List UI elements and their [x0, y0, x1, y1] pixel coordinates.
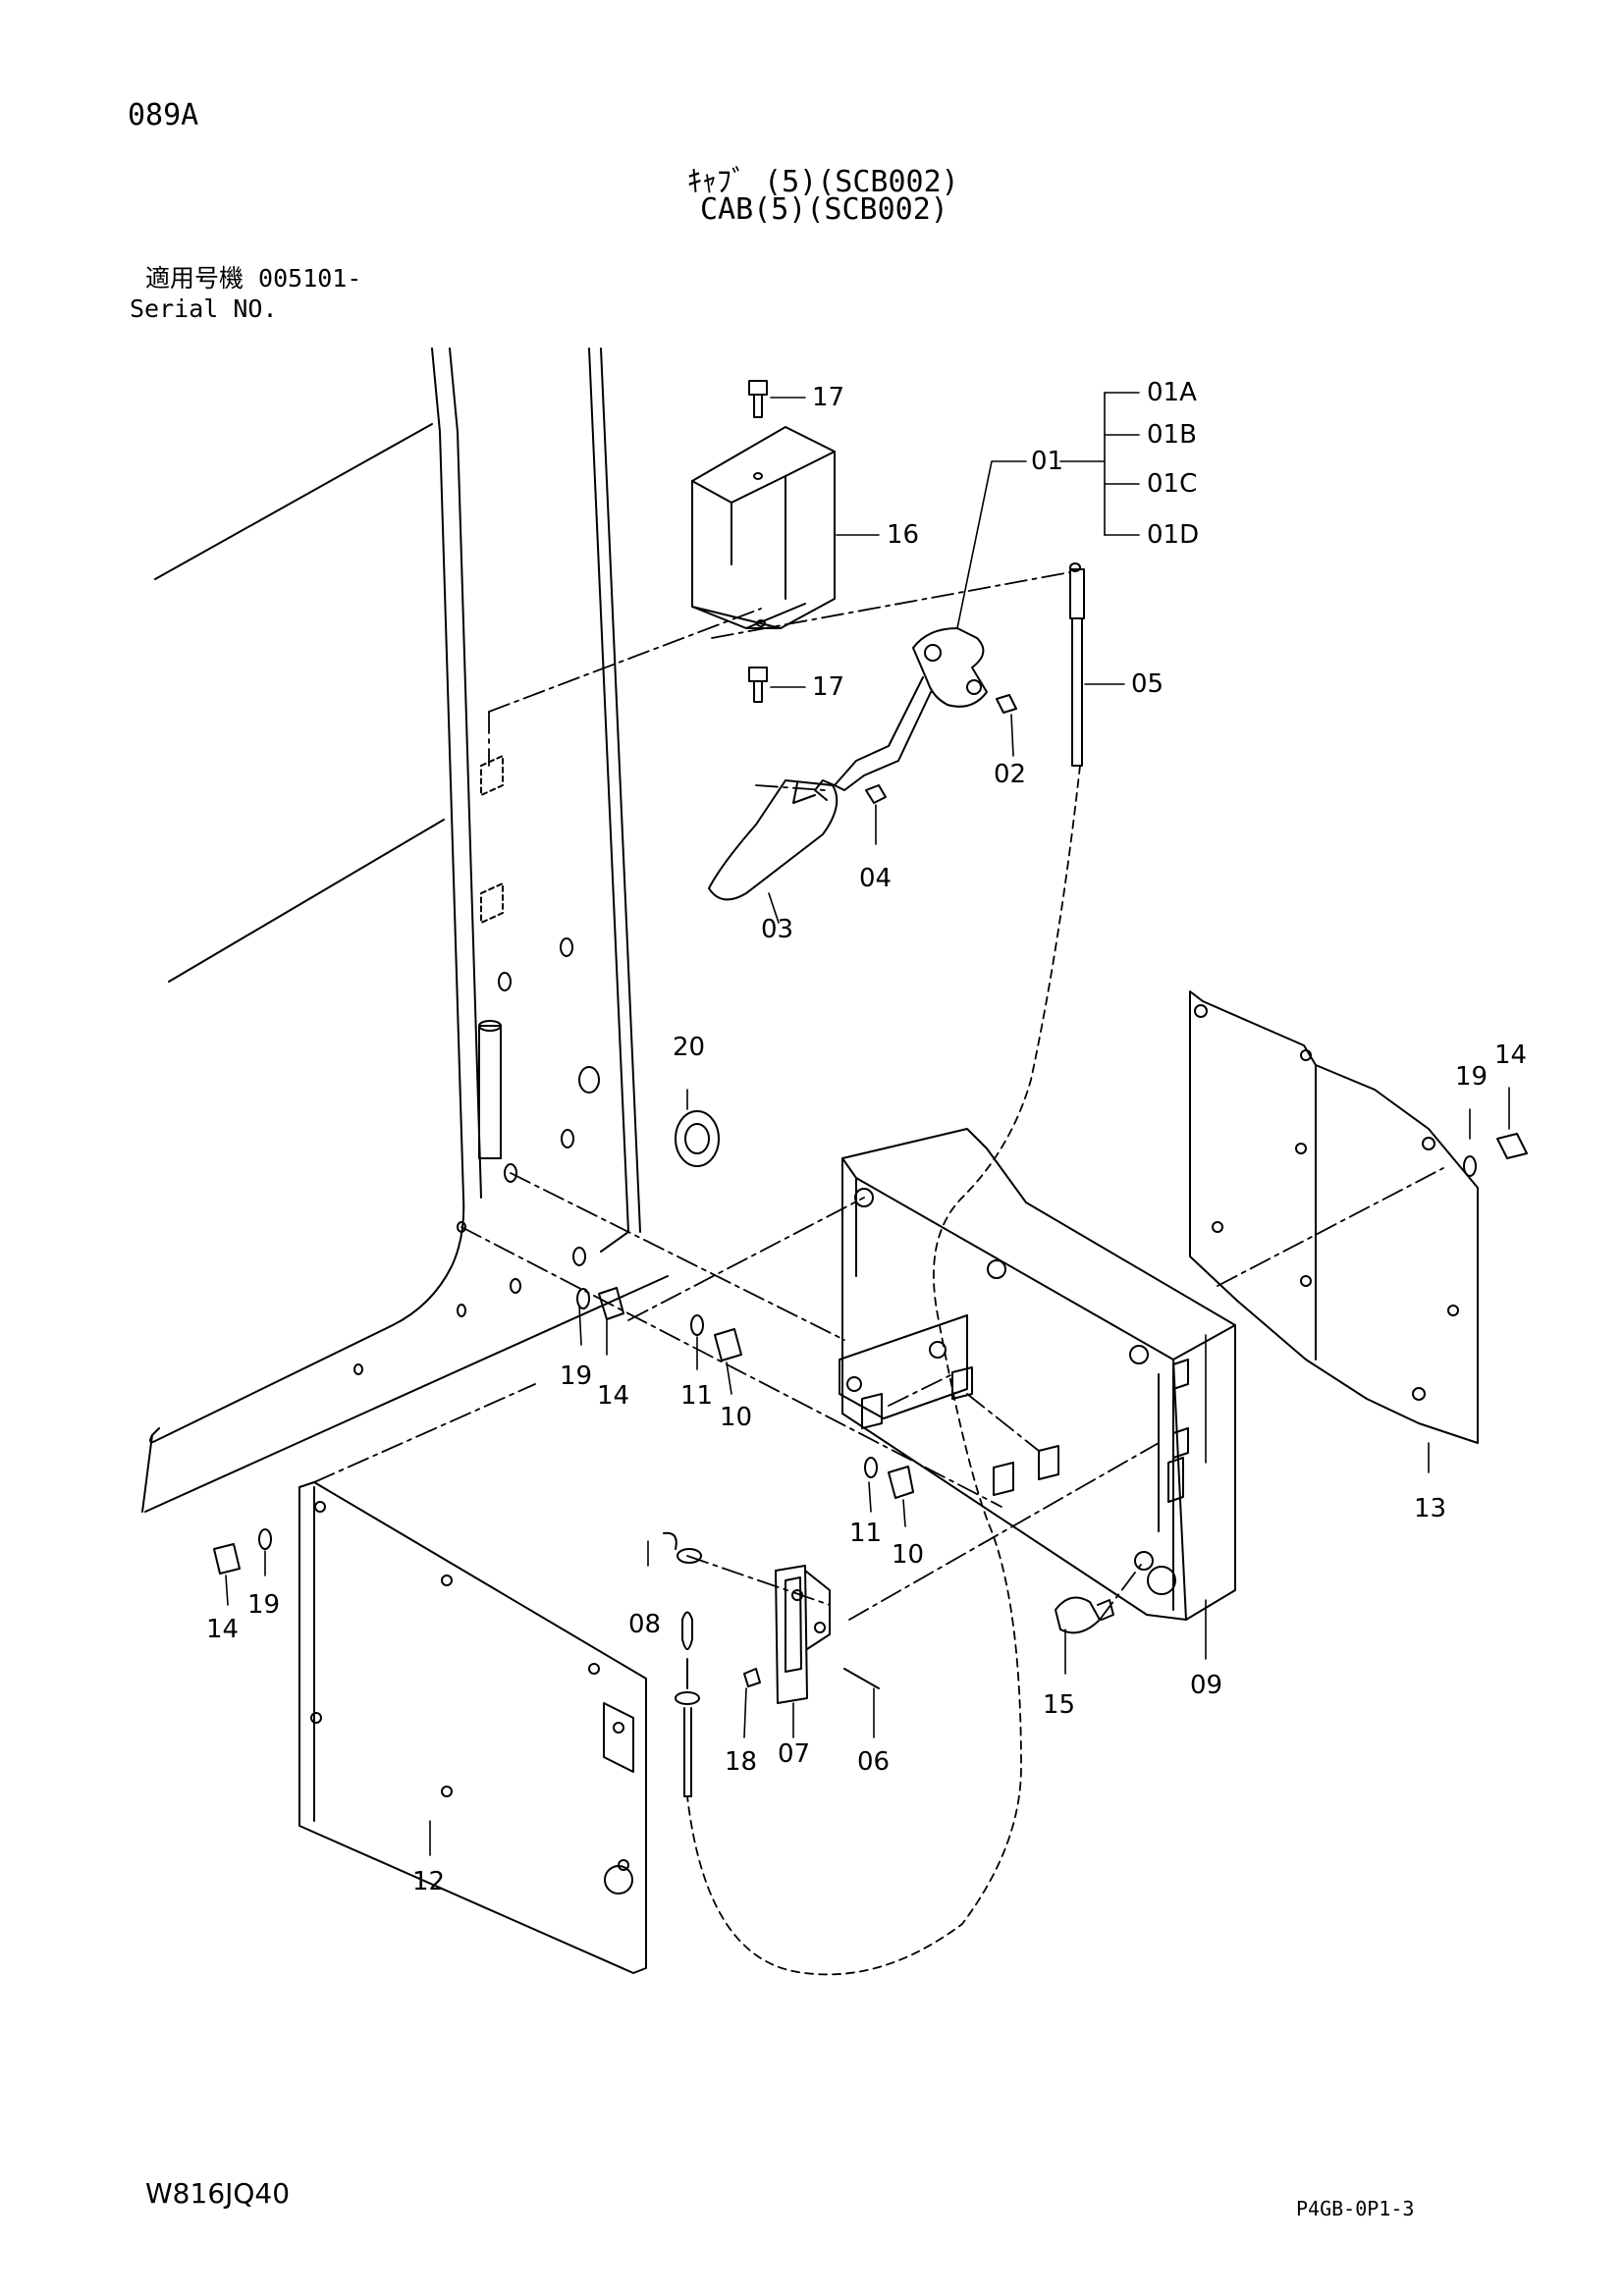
part-09-box: [839, 1128, 1236, 1621]
assembly-lines: [313, 571, 1444, 1621]
callout-11-left: 11: [680, 1381, 713, 1411]
callout-17-bottom: 17: [812, 672, 844, 702]
callout-15: 15: [1043, 1690, 1075, 1720]
callout-02: 02: [994, 760, 1026, 789]
callout-05: 05: [1131, 669, 1164, 699]
callout-19-center: 19: [560, 1362, 592, 1391]
drawing-number: W816JQ40: [145, 2177, 291, 2210]
page-code: P4GB-0P1-3: [1296, 2197, 1415, 2220]
part-01-lever: [708, 562, 1085, 901]
part-15-knob: [1055, 1596, 1114, 1634]
page-id: 089A: [128, 98, 199, 133]
callout-16: 16: [887, 520, 919, 550]
callout-03: 03: [761, 915, 793, 944]
part-20-grommet: [675, 1110, 720, 1167]
callout-14-center: 14: [597, 1381, 629, 1411]
callout-07: 07: [778, 1739, 810, 1769]
callout-14-right: 14: [1494, 1041, 1527, 1070]
callout-10-right: 10: [892, 1540, 924, 1570]
callout-04: 04: [859, 864, 892, 893]
serial-label-en: Serial NO.: [130, 294, 278, 323]
callout-12: 12: [412, 1867, 445, 1896]
callout-08: 08: [628, 1610, 661, 1639]
callout-14-left: 14: [206, 1615, 239, 1644]
page-title-en: CAB(5)(SCB002): [700, 192, 948, 227]
leader-lines: [225, 392, 1510, 1856]
callout-18: 18: [725, 1747, 757, 1777]
cable-routing: [686, 765, 1081, 1976]
callout-01C: 01C: [1147, 469, 1197, 499]
callout-01: 01: [1031, 447, 1063, 476]
callout-01D: 01D: [1147, 520, 1199, 550]
part-13-panel: [1189, 990, 1479, 1444]
cab-wall-frame: [141, 347, 669, 1513]
hardware-washers-bolts: [213, 1133, 1528, 1575]
callout-01B: 01B: [1147, 420, 1197, 450]
serial-label-jp: 適用号機 005101-: [145, 264, 362, 293]
callouts: 01 01A 01B 01C 01D 02 03 04 05 06 07 08 …: [206, 378, 1527, 1896]
callout-13: 13: [1414, 1494, 1446, 1523]
callout-19-left: 19: [247, 1590, 280, 1620]
callout-19-right: 19: [1455, 1062, 1488, 1092]
callout-09: 09: [1190, 1671, 1222, 1700]
part-07-latch: [663, 1531, 880, 1797]
callout-10-left: 10: [720, 1403, 752, 1432]
callout-06: 06: [857, 1747, 890, 1777]
callout-01A: 01A: [1147, 378, 1197, 407]
part-12-plate: [298, 1481, 647, 1974]
callout-17-top: 17: [812, 383, 844, 412]
part-16-cover: [691, 380, 836, 703]
callout-11-right: 11: [849, 1519, 882, 1548]
page-title-jp: ｷｬﾌﾞ (5)(SCB002): [687, 165, 959, 199]
callout-20: 20: [673, 1033, 705, 1062]
